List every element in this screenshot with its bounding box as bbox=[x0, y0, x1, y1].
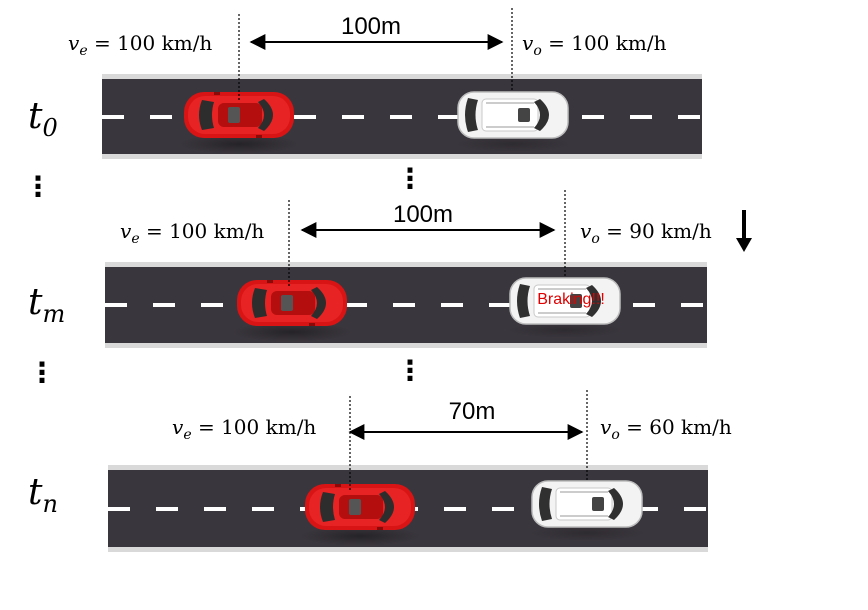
other-car bbox=[454, 91, 572, 153]
ellipsis-left-1: ⋮ bbox=[24, 171, 52, 202]
gap-label: 70m bbox=[449, 398, 496, 425]
other-car bbox=[528, 480, 646, 542]
panel-tm: Braking!!! 100m ve = 100 km/h vo = 90 km… bbox=[28, 190, 752, 348]
panel-t0: 100m ve = 100 km/h vo = 100 km/h t0 bbox=[28, 8, 702, 159]
ellipsis-center-1: ⋮ bbox=[396, 163, 424, 194]
ellipsis-left-2: ⋮ bbox=[28, 357, 56, 388]
ego-speed-label: ve = 100 km/h bbox=[120, 219, 264, 247]
gap-label: 100m bbox=[393, 201, 453, 228]
road-edge-top bbox=[108, 465, 708, 470]
panel-tn: 70m ve = 100 km/h vo = 60 km/h tn bbox=[28, 390, 732, 552]
other-car bbox=[506, 277, 624, 339]
ego-car bbox=[179, 92, 299, 154]
other-speed-label: vo = 100 km/h bbox=[522, 31, 667, 59]
ego-car bbox=[300, 484, 420, 546]
road-edge-top bbox=[102, 74, 702, 79]
road-edge-bottom bbox=[105, 343, 707, 348]
ellipsis-center-2: ⋮ bbox=[396, 355, 424, 386]
speed-down-arrow-icon bbox=[736, 210, 752, 252]
other-speed-label: vo = 60 km/h bbox=[600, 415, 732, 443]
other-speed-label: vo = 90 km/h bbox=[580, 219, 712, 247]
ego-car bbox=[232, 280, 352, 342]
road-edge-bottom bbox=[102, 154, 702, 159]
road-edge-top bbox=[105, 262, 707, 267]
time-label: t0 bbox=[28, 96, 58, 142]
road-edge-bottom bbox=[108, 547, 708, 552]
time-label: tn bbox=[28, 472, 58, 518]
braking-text: Braking!!! bbox=[537, 291, 605, 308]
gap-label: 100m bbox=[341, 13, 401, 40]
ego-speed-label: ve = 100 km/h bbox=[172, 415, 316, 443]
time-label: tm bbox=[28, 282, 65, 328]
ego-speed-label: ve = 100 km/h bbox=[68, 31, 212, 59]
